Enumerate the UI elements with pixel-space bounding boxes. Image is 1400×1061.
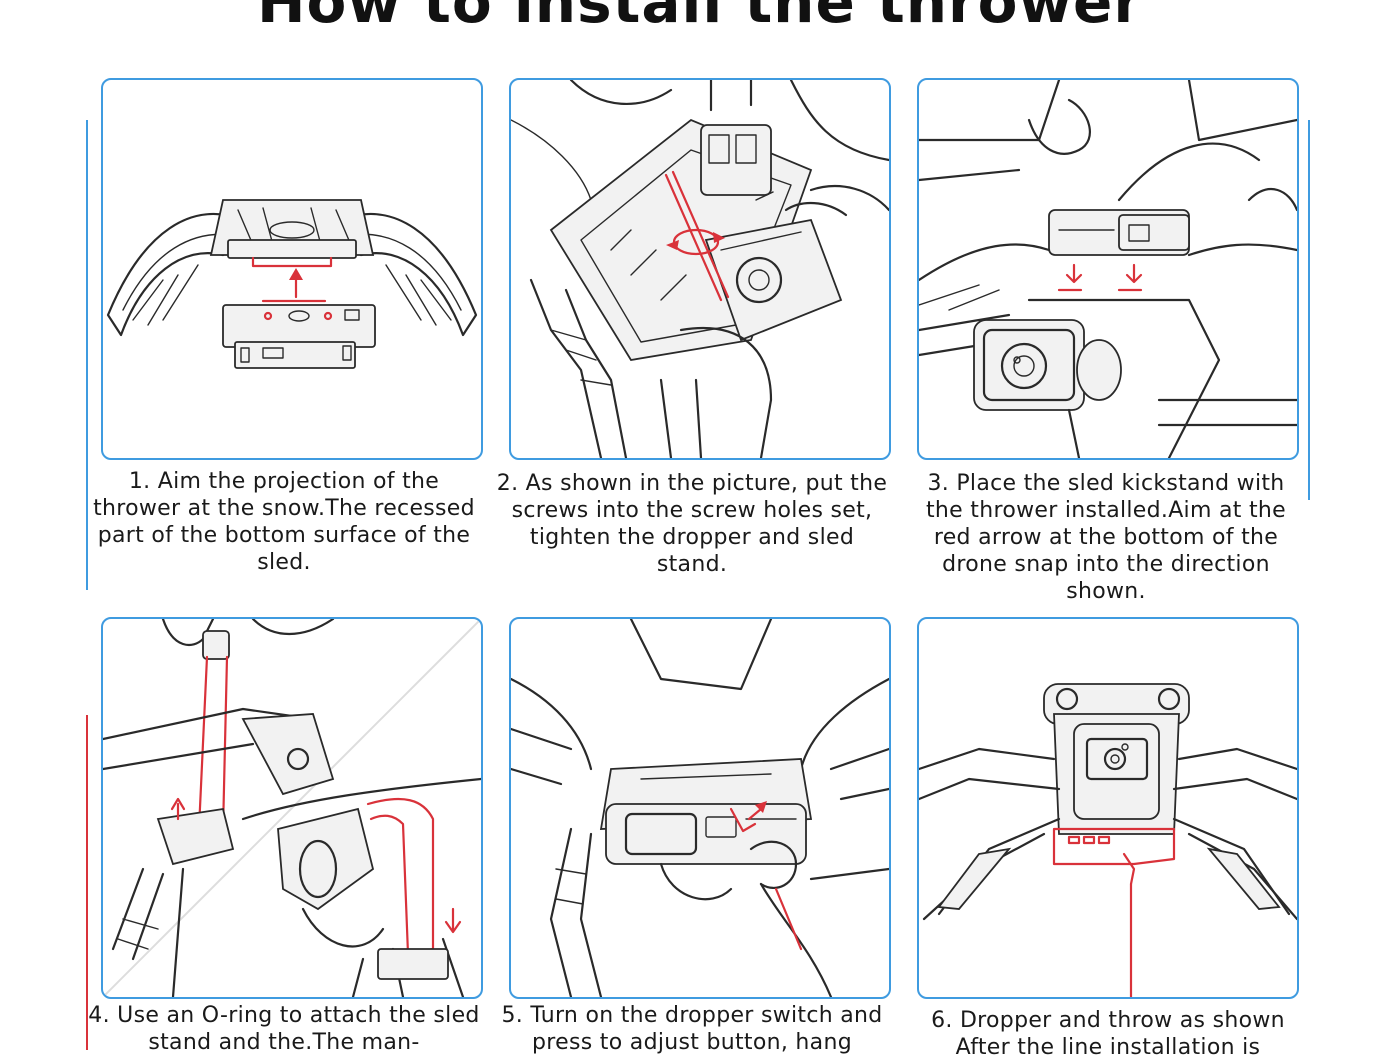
step-6-caption: 6. Dropper and throw as shown After the … bbox=[931, 1008, 1285, 1060]
step-1-panel bbox=[101, 78, 483, 460]
step-3-illustration bbox=[919, 80, 1297, 458]
step-1-caption: 1. Aim the projection of the thrower at … bbox=[93, 469, 475, 575]
step-4-illustration bbox=[103, 619, 481, 997]
step-5-caption: 5. Turn on the dropper switch and press … bbox=[501, 1003, 883, 1055]
step-1-illustration bbox=[106, 199, 478, 369]
step-2-caption: 2. As shown in the picture, put the scre… bbox=[496, 471, 888, 577]
left-edge-line-red bbox=[86, 715, 88, 1050]
step-6-panel bbox=[917, 617, 1299, 999]
right-edge-line-blue bbox=[1308, 120, 1310, 500]
page-title: How to install the thrower bbox=[257, 0, 1143, 36]
step-3-caption: 3. Place the sled kickstand with the thr… bbox=[926, 471, 1286, 604]
step-5-illustration bbox=[511, 619, 889, 997]
step-2-panel bbox=[509, 78, 891, 460]
step-5-panel bbox=[509, 617, 891, 999]
step-3-panel bbox=[917, 78, 1299, 460]
left-edge-line-blue bbox=[86, 120, 88, 590]
step-2-illustration bbox=[511, 80, 889, 458]
step-4-panel bbox=[101, 617, 483, 999]
step-4-caption: 4. Use an O-ring to attach the sled stan… bbox=[88, 1003, 480, 1055]
step-6-illustration bbox=[919, 683, 1297, 997]
